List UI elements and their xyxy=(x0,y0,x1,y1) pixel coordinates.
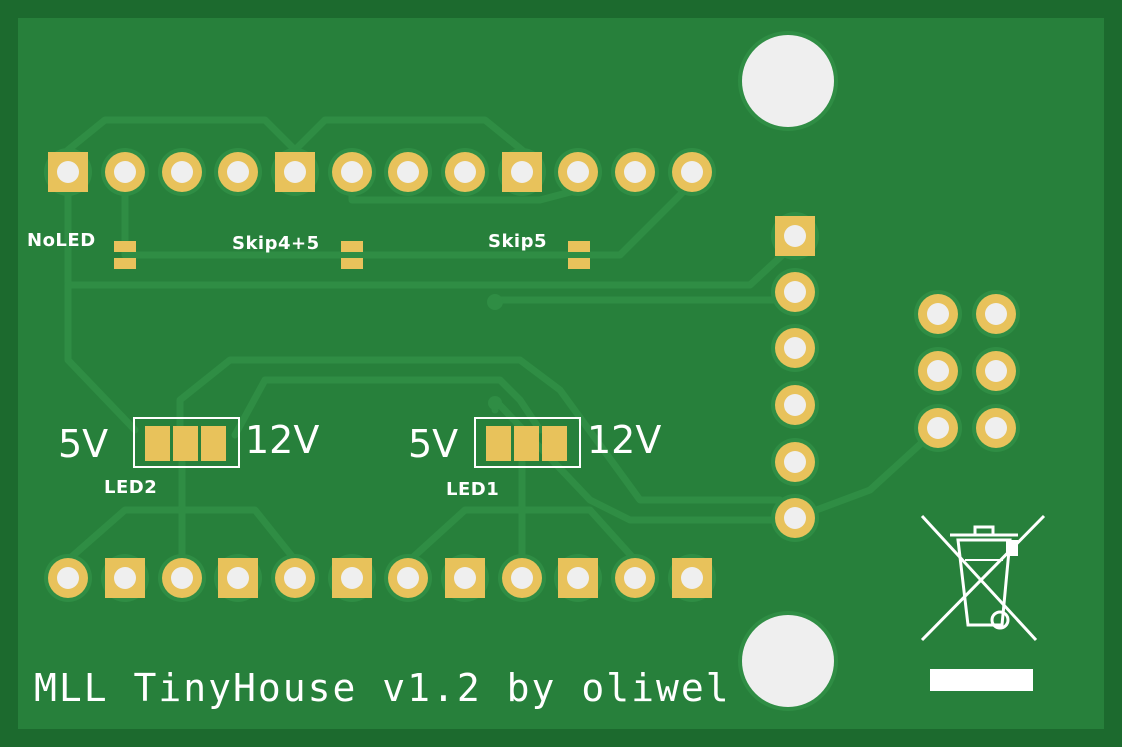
side-connector-pads xyxy=(771,212,819,542)
led1-12v-label: 12V xyxy=(587,418,662,462)
led2-5v-label: 5V xyxy=(58,422,109,466)
top-header-pads xyxy=(44,148,716,196)
board-title: MLL TinyHouse v1.2 by oliwel xyxy=(34,666,731,710)
led1-5v-label: 5V xyxy=(408,422,459,466)
solder-jumpers xyxy=(114,241,590,269)
traces xyxy=(64,116,942,582)
led2-label: LED2 xyxy=(104,477,158,498)
weee-bar xyxy=(930,669,1033,691)
bottom-header-pads xyxy=(44,554,716,602)
mounting-holes xyxy=(738,31,838,711)
led1-voltage-jumper xyxy=(474,417,581,468)
noled-label: NoLED xyxy=(27,230,96,251)
led2-12v-label: 12V xyxy=(245,418,320,462)
skip45-label: Skip4+5 xyxy=(232,233,320,254)
vias xyxy=(487,294,503,410)
pad-block-2x3 xyxy=(914,290,1020,452)
led2-voltage-jumper xyxy=(133,417,240,468)
led1-label: LED1 xyxy=(446,479,500,500)
weee-crossed-bin-icon xyxy=(920,514,1046,642)
skip5-label: Skip5 xyxy=(488,231,548,252)
